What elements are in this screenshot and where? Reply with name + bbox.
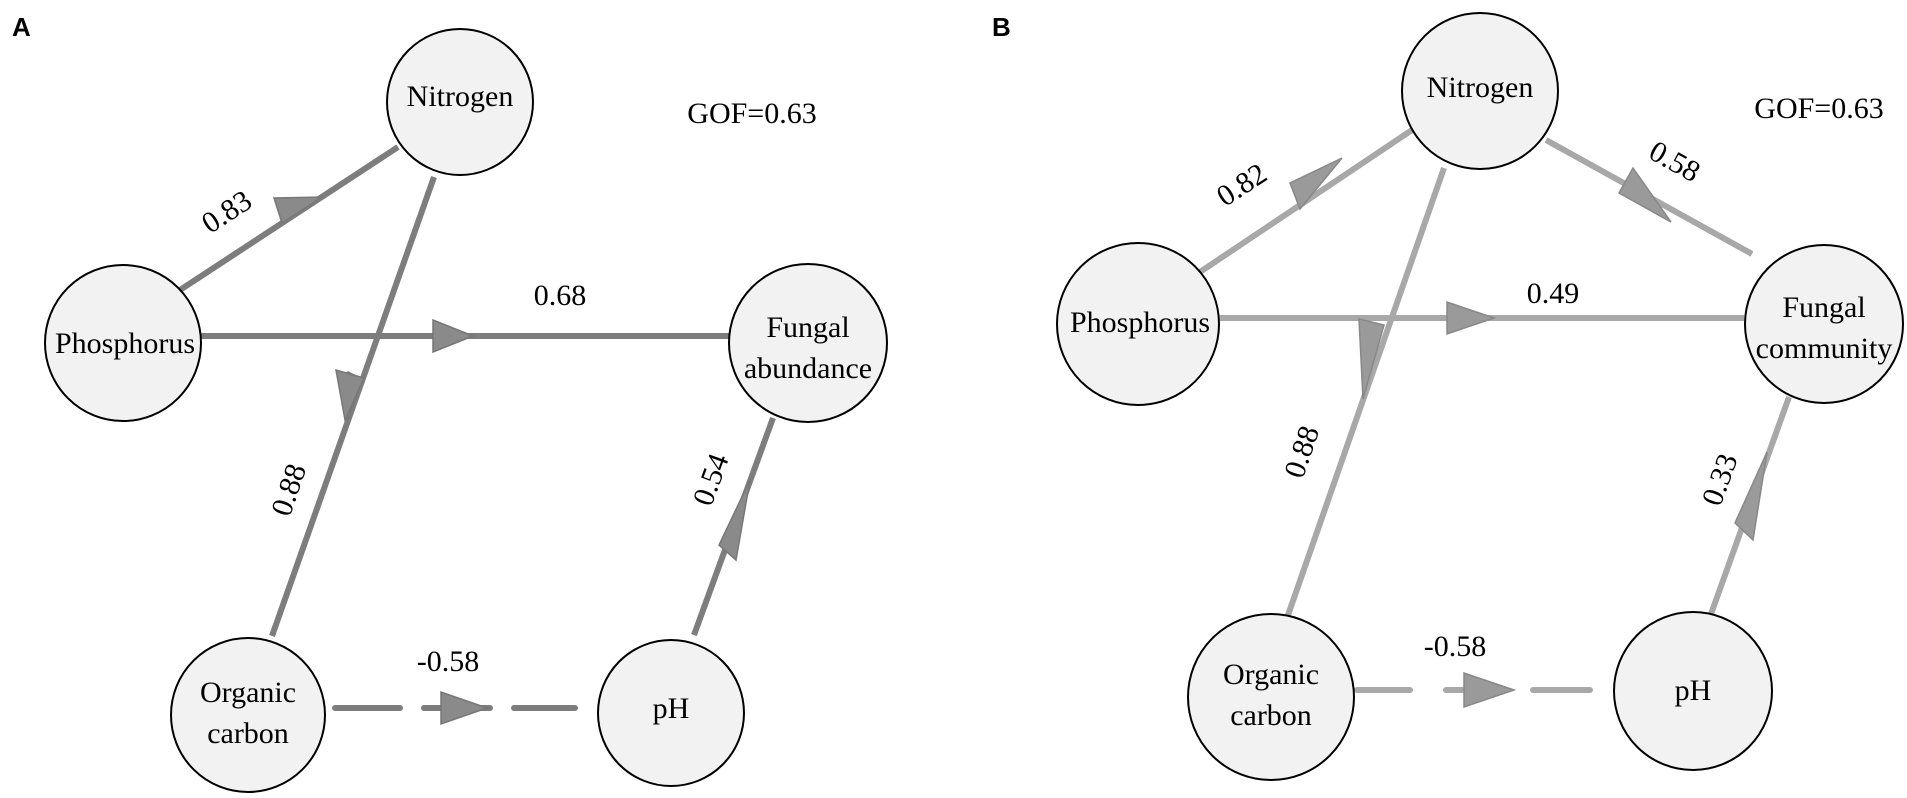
panel-b-coef-organic-carbon-ph: -0.58 [1424,630,1487,663]
panel-a-letter: A [12,12,31,42]
panel-a-node-fungal-label-line1: Fungal [766,311,849,344]
panel-a-edge-phosphorus-fungal: 0.68 [198,279,730,354]
panel-a-coef-nitrogen-organic-carbon: 0.88 [265,460,313,520]
panel-a-edge-phosphorus-nitrogen: 0.83 [178,144,400,293]
panel-b-node-fungal-community: Fungal community [1744,244,1904,404]
panel-a: A 0.83 0.68 0.88 0.54 -0 [12,12,888,793]
panel-a-edge-organic-carbon-ph: -0.58 [332,645,578,726]
panel-a-node-nitrogen: Nitrogen [386,28,534,176]
panel-b-node-organic-carbon-label-line2: carbon [1230,699,1312,732]
panel-b-coef-phosphorus-fungal: 0.49 [1527,277,1580,310]
panel-a-node-organic-carbon-label-line1: Organic [200,676,296,709]
panel-a-gof: GOF=0.63 [687,97,816,130]
panel-a-edge-ph-fungal: 0.54 [687,416,776,637]
panel-b-edge-organic-carbon-ph: -0.58 [1354,630,1593,709]
panel-a-coef-phosphorus-nitrogen: 0.83 [196,184,258,240]
panel-a-edge-nitrogen-organic-carbon: 0.88 [265,176,437,637]
panel-a-node-phosphorus-label: Phosphorus [55,327,195,360]
panel-b-node-fungal-label-line1: Fungal [1782,291,1865,324]
panel-b-coef-ph-fungal: 0.33 [1696,449,1745,510]
panel-b-gof: GOF=0.63 [1754,92,1883,125]
panel-b-edge-ph-fungal: 0.33 [1696,395,1792,616]
panel-b-node-organic-carbon-label-line1: Organic [1223,658,1319,691]
panel-b-node-fungal-label-line2: community [1756,332,1893,365]
panel-b-edge-nitrogen-organic-carbon: 0.88 [1278,167,1447,619]
panel-b-node-phosphorus: Phosphorus [1056,242,1220,406]
panel-b-node-ph-label: pH [1675,674,1712,707]
panel-a-coef-phosphorus-fungal: 0.68 [534,279,587,312]
panel-b-node-nitrogen-label: Nitrogen [1427,71,1534,104]
panel-a-node-organic-carbon-label-line2: carbon [207,717,289,750]
panel-b-edge-phosphorus-fungal: 0.49 [1220,277,1744,336]
panel-a-node-fungal-label-line2: abundance [744,352,872,385]
panel-a-node-ph-label: pH [653,692,690,725]
panel-a-coef-organic-carbon-ph: -0.58 [417,645,480,678]
panel-b-edge-phosphorus-nitrogen: 0.82 [1198,127,1414,275]
panel-b-coef-phosphorus-nitrogen: 0.82 [1211,157,1273,213]
panel-b-edge-nitrogen-fungal: 0.58 [1544,135,1754,257]
panel-b-node-phosphorus-label: Phosphorus [1070,306,1210,339]
panel-a-node-organic-carbon: Organic carbon [170,637,326,793]
panel-a-node-phosphorus: Phosphorus [44,264,202,422]
panel-b-node-nitrogen: Nitrogen [1401,12,1559,170]
panel-b: B 0.82 0.58 0.49 0.88 0.33 [992,12,1904,781]
panel-b-letter: B [992,12,1011,42]
panel-a-node-ph: pH [597,639,745,787]
panel-a-node-fungal-abundance: Fungal abundance [728,263,888,423]
panel-b-coef-nitrogen-organic-carbon: 0.88 [1278,422,1326,482]
panel-b-node-ph: pH [1613,611,1773,771]
panel-b-node-organic-carbon: Organic carbon [1187,613,1355,781]
panel-a-node-nitrogen-label: Nitrogen [407,80,514,113]
panel-b-coef-nitrogen-fungal: 0.58 [1644,135,1706,189]
panel-a-coef-ph-fungal: 0.54 [687,449,736,510]
